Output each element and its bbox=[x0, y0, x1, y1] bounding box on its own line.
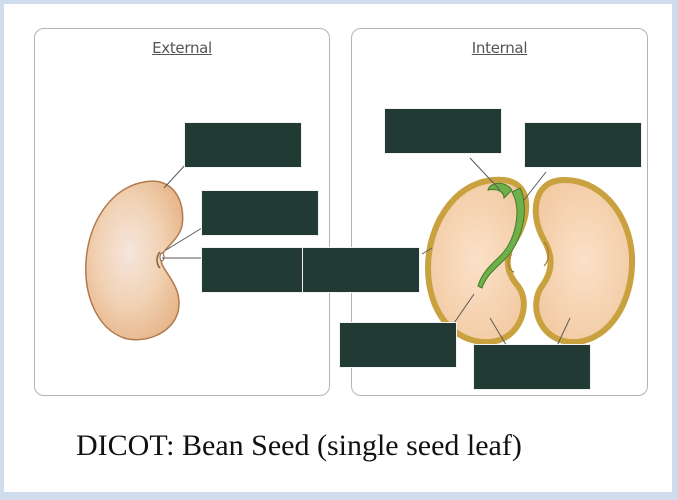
internal-label-box-top-right bbox=[524, 122, 642, 168]
external-title: External bbox=[152, 39, 212, 57]
slide: External Internal bbox=[4, 4, 672, 492]
plumule-shape bbox=[487, 182, 513, 200]
internal-label-box-top-left bbox=[384, 108, 502, 154]
external-bean-shape bbox=[85, 180, 184, 341]
internal-label-box-bottom-left bbox=[339, 322, 457, 368]
internal-title: Internal bbox=[471, 39, 528, 57]
bean-seed-illustration bbox=[85, 157, 636, 349]
hilum-mark bbox=[156, 251, 161, 269]
micropyle-mark bbox=[159, 252, 165, 262]
embryo-shape bbox=[477, 187, 525, 289]
slide-caption: DICOT: Bean Seed (single seed leaf) bbox=[76, 429, 522, 462]
internal-label-box-bottom-right bbox=[473, 344, 591, 390]
internal-right-half bbox=[532, 176, 636, 346]
external-label-box-2 bbox=[201, 190, 319, 236]
internal-leader-lines bbox=[421, 157, 571, 349]
left-hilum-mark bbox=[507, 253, 515, 273]
external-label-box-3 bbox=[201, 247, 303, 293]
internal-label-box-left bbox=[302, 247, 420, 293]
right-hilum-mark bbox=[543, 241, 550, 267]
external-label-box-1 bbox=[184, 122, 302, 168]
external-leader-lines bbox=[162, 163, 203, 259]
internal-left-half bbox=[424, 176, 530, 346]
